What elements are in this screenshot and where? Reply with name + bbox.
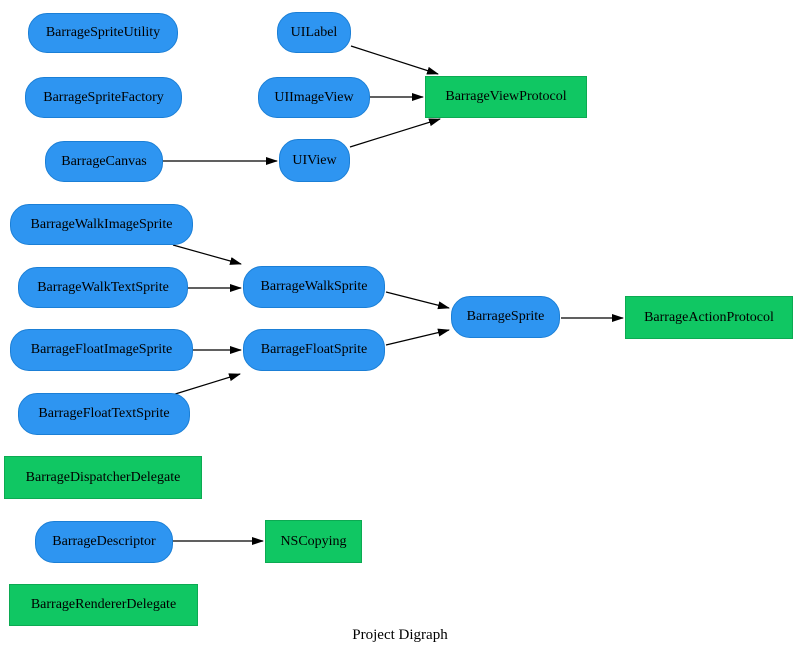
node-barrage-action-protocol: BarrageActionProtocol (625, 296, 793, 339)
node-barrage-walk-text-sprite: BarrageWalkTextSprite (18, 267, 188, 308)
node-barrage-sprite-factory: BarrageSpriteFactory (25, 77, 182, 118)
node-barrage-float-sprite: BarrageFloatSprite (243, 329, 385, 371)
edge-barrage-walk-sprite-to-barrage-sprite (385, 291, 450, 310)
node-barrage-renderer-delegate: BarrageRendererDelegate (9, 584, 198, 626)
node-barrage-descriptor: BarrageDescriptor (35, 521, 173, 563)
node-ui-view: UIView (279, 139, 350, 182)
node-ui-image-view: UIImageView (258, 77, 370, 118)
node-ns-copying: NSCopying (265, 520, 362, 563)
edge-barrage-float-text-sprite-to-float-sprite (171, 373, 241, 396)
edge-ui-view-to-barrage-view-protocol (349, 118, 441, 148)
node-barrage-float-text-sprite: BarrageFloatTextSprite (18, 393, 190, 435)
node-barrage-view-protocol: BarrageViewProtocol (425, 76, 587, 118)
node-barrage-sprite: BarrageSprite (451, 296, 560, 338)
node-barrage-sprite-utility: BarrageSpriteUtility (28, 13, 178, 53)
graph-title: Project Digraph (352, 627, 448, 643)
node-barrage-walk-image-sprite: BarrageWalkImageSprite (10, 204, 193, 245)
node-barrage-float-image-sprite: BarrageFloatImageSprite (10, 329, 193, 371)
edge-ui-label-to-barrage-view-protocol (350, 45, 439, 75)
edge-barrage-float-sprite-to-barrage-sprite (385, 328, 450, 346)
node-barrage-canvas: BarrageCanvas (45, 141, 163, 182)
node-barrage-dispatcher-delegate: BarrageDispatcherDelegate (4, 456, 202, 499)
node-barrage-walk-sprite: BarrageWalkSprite (243, 266, 385, 308)
node-ui-label: UILabel (277, 12, 351, 53)
edge-barrage-walk-image-sprite-to-walk-sprite (172, 244, 242, 265)
